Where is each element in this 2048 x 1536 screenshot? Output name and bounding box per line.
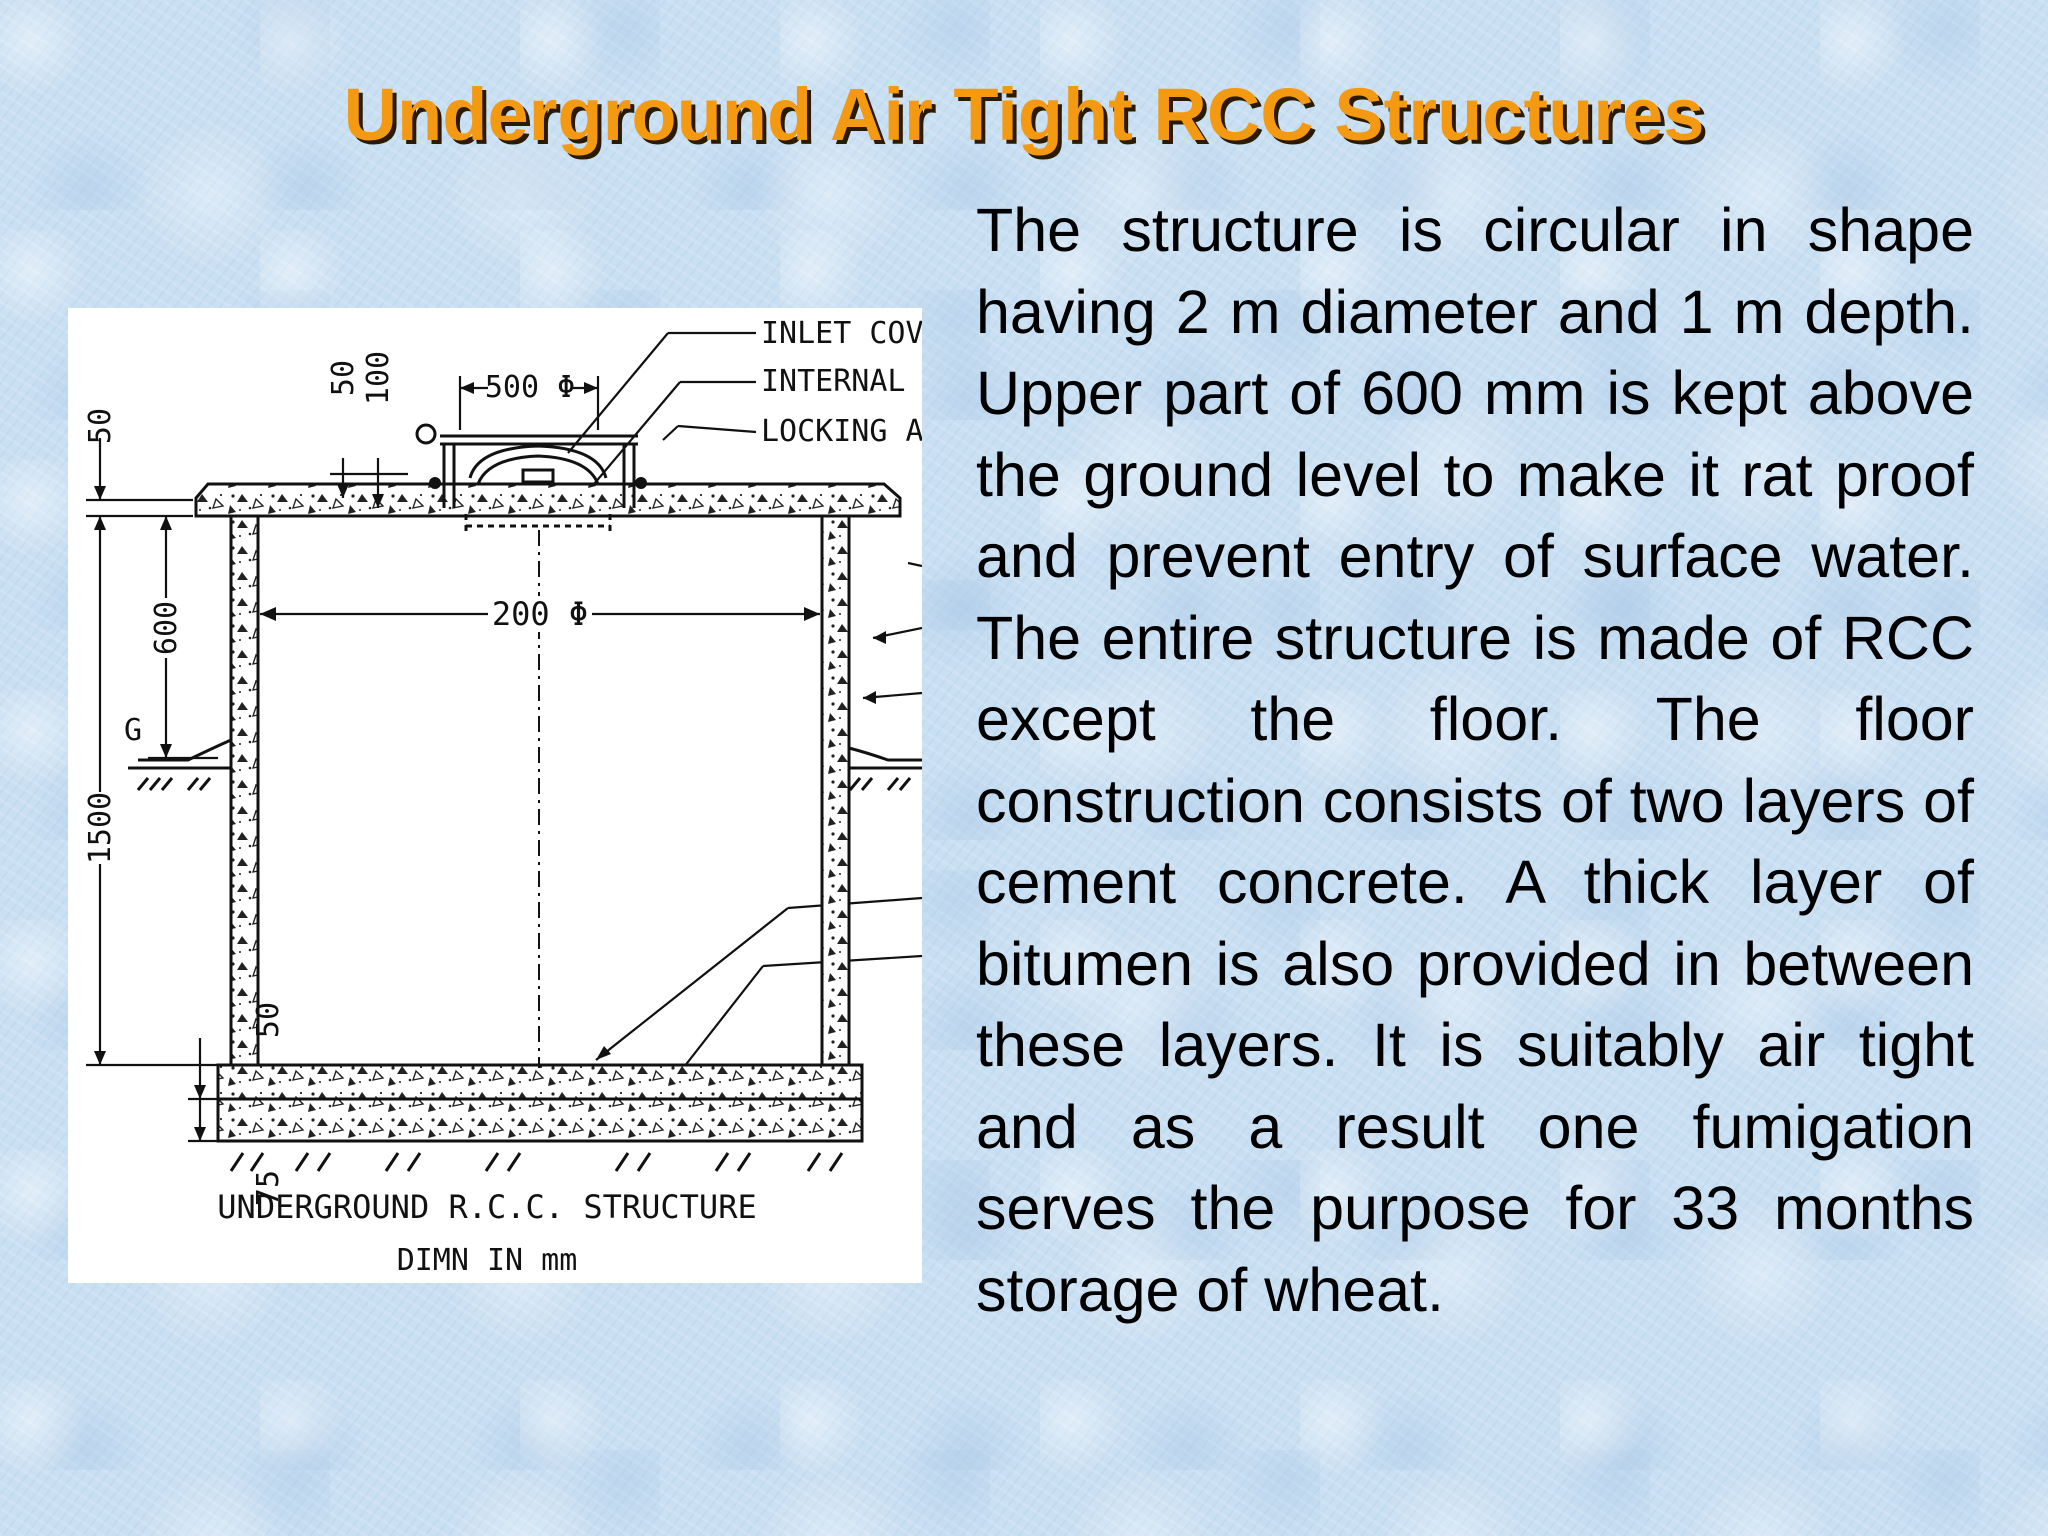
ground-mark: G	[124, 713, 142, 748]
diameter-label: 200 Φ	[492, 595, 588, 633]
slide-title: Underground Air Tight RCC Structures	[343, 73, 1705, 156]
roof-thickness-label: 50	[83, 408, 118, 444]
callout-locking: LOCKING AI	[761, 414, 922, 449]
diagram-caption: UNDERGROUND R.C.C. STRUCTURE	[217, 1188, 756, 1226]
ground-surface	[128, 738, 922, 1172]
structure-diagram: INLET COVE INTERNAL S LOCKING AI	[68, 308, 922, 1283]
diagram-units: DIMN IN mm	[397, 1243, 578, 1278]
height-label: 1500	[83, 792, 118, 864]
lid-height-label: 100	[361, 351, 396, 405]
callout-inlet-cover: INLET COVE	[761, 316, 922, 351]
lid-top-label: 50	[326, 360, 361, 396]
description-paragraph: The structure is circular in shape havin…	[976, 196, 1974, 1324]
floor-base-label: 75	[251, 1170, 286, 1206]
inlet-diameter-label: 500 Φ	[485, 370, 575, 405]
above-ground-label: 600	[149, 601, 184, 655]
callout-internal-s: INTERNAL S	[761, 364, 922, 399]
inlet-cover	[415, 423, 638, 536]
rcc-structure-drawing: INLET COVE INTERNAL S LOCKING AI	[83, 316, 922, 1278]
floor-top-label: 50	[251, 1002, 286, 1038]
